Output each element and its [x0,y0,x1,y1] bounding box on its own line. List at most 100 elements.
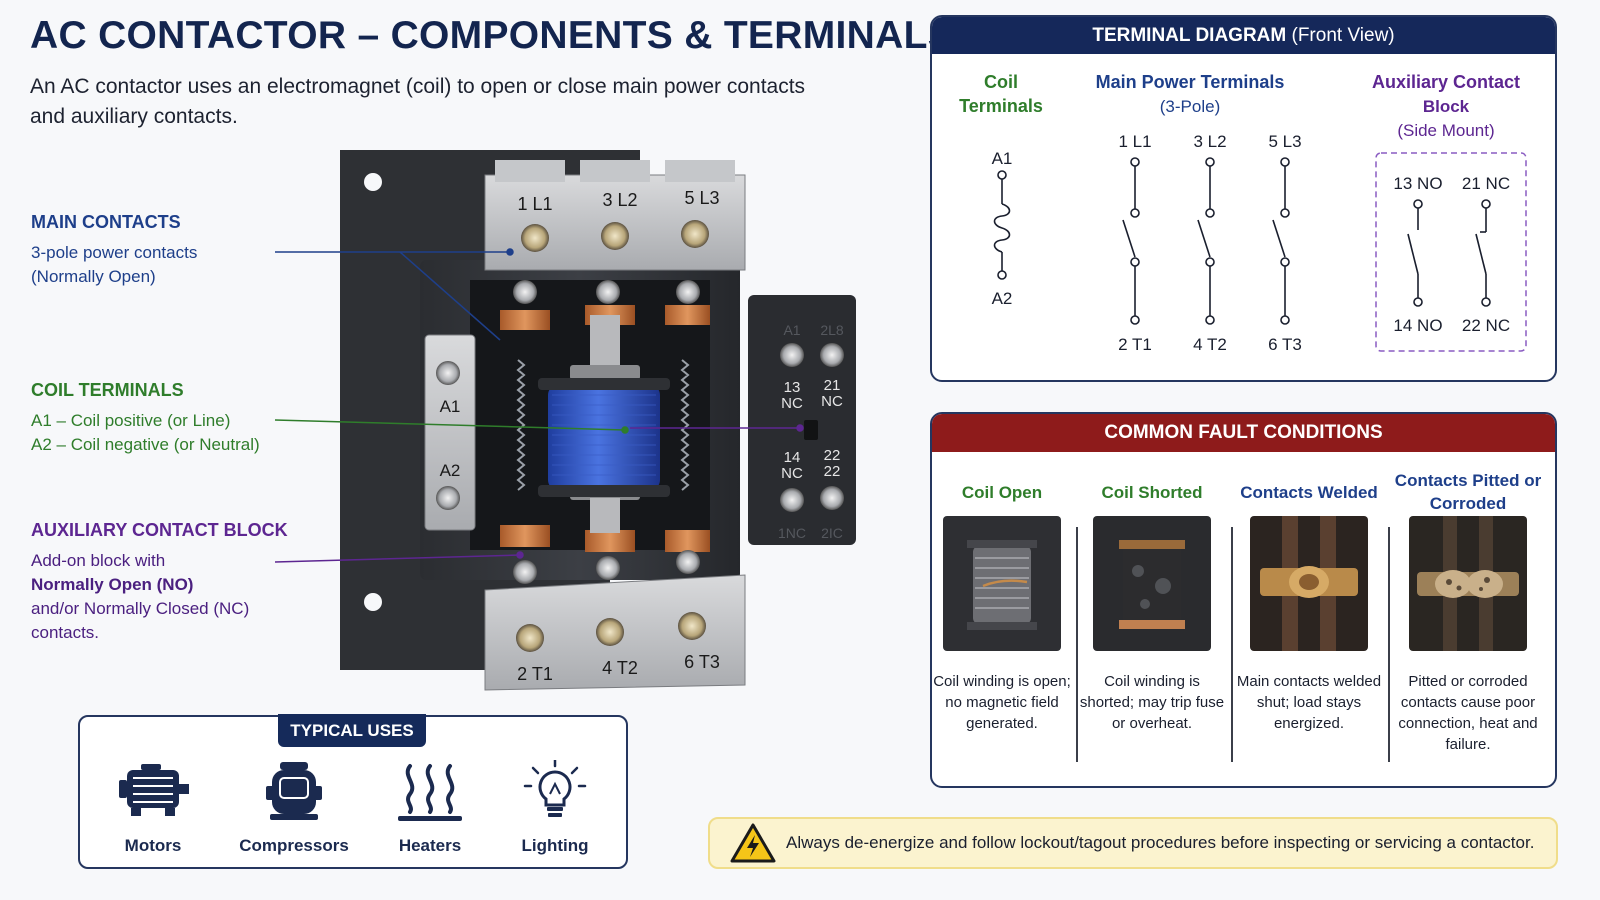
aux-screw-14 [780,488,804,512]
bottom-terminal-label-2: 4 T2 [602,658,638,678]
leader-main-contacts [275,248,514,341]
coil-screw-a2 [436,486,460,510]
coil-terminal-a2: A2 [440,461,461,480]
top-screw-3 [681,220,709,248]
mount-hole-top [364,173,382,191]
main-contacts-line2: (Normally Open) [31,267,156,286]
main-top-2: 3 L2 [1193,132,1226,151]
coil-terminal-strip [424,334,476,531]
coil-terminal-a1: A1 [440,397,461,416]
aux-block-label: AUXILIARY CONTACT BLOCK Add-on block wit… [31,520,291,645]
aux-label-22: 22 [824,447,841,464]
aux-block-line4: contacts. [31,623,100,642]
aux-bottom-nc: 22 NC [1462,316,1510,335]
aux-top-nc: 21 NC [1462,174,1510,193]
coil-wire-lines [552,394,656,476]
use-label-heaters: Heaters [398,836,462,855]
bottom-terminal-label-3: 6 T3 [684,652,720,672]
main-col-title1: Main Power Terminals [1096,72,1285,92]
fault-desc-coil-open: Coil winding is open; no magnetic field … [933,673,1071,732]
fault-divider-3 [1388,527,1390,762]
aux-label-22b: 22 [824,463,841,480]
aux-contact-no [1407,199,1423,307]
fault-divider-1 [1076,527,1078,762]
aux-block-title: AUXILIARY CONTACT BLOCK [31,520,288,540]
coil-terminals-title: COIL TERMINALS [31,380,184,400]
aux-block-line1: Add-on block with [31,551,166,570]
armature-top [590,315,620,370]
contactor-illustration: 1 L1 3 L2 5 L3 A1 A2 A1 2L8 13 [274,150,856,691]
spring-right [680,359,690,491]
aux-label-13-nc: NC [781,395,803,412]
bottom-terminal-label-1: 2 T1 [517,664,553,684]
main-col-title2: (3-Pole) [1160,97,1220,116]
aux-faint-top-1: A1 [783,322,800,338]
top-terminal-tab-1 [495,160,565,182]
bottom-screw-3 [678,612,706,640]
fault-contacts-welded: Contacts Welded Main contacts welded shu… [1234,468,1384,734]
aux-screw-13 [780,343,804,367]
armature-bottom [590,498,620,533]
top-screw-2 [601,222,629,250]
mid-screw-top-3 [676,280,700,304]
fault-contacts-pitted: Contacts Pitted or Corroded Pitted or co… [1393,468,1543,755]
top-terminal-label-2: 3 L2 [602,190,637,210]
mid-screw-bottom-2 [596,556,620,580]
fault-image-contacts-welded [1250,516,1368,651]
aux-block-line2: Normally Open (NO) [31,575,194,594]
coil-col-a2: A2 [992,289,1013,308]
top-screw-1 [521,224,549,252]
aux-screw-21 [820,343,844,367]
use-label-compressors: Compressors [239,836,349,855]
mid-screw-top-2 [596,280,620,304]
main-top-1: 1 L1 [1118,132,1151,151]
aux-col-title1: Auxiliary Contact [1372,72,1520,92]
main-contacts-line1: 3-pole power contacts [31,243,198,262]
main-contact-pole-2 [1197,157,1215,325]
coil-bobbin-top [538,378,670,390]
aux-label-14: 14 [784,449,801,466]
main-contact-pole-1 [1122,157,1140,325]
page-subtitle: An AC contactor uses an electromagnet (c… [30,75,806,128]
use-compressors: Compressors [234,760,354,856]
main-bottom-3: 6 T3 [1268,335,1302,354]
fault-title-contacts-welded: Contacts Welded [1240,482,1378,502]
fault-coil-open: Coil Open Coil winding is open; no magne… [927,468,1077,734]
aux-top-no: 13 NO [1393,174,1442,193]
coil-col-title1: Coil [984,72,1018,92]
terminal-diagram-title: TERMINAL DIAGRAM [1092,25,1287,46]
terminal-diagram-header: TERMINAL DIAGRAM (Front View) [932,17,1555,54]
use-label-motors: Motors [124,836,182,855]
main-contacts-label: MAIN CONTACTS 3-pole power contacts (Nor… [31,212,197,289]
aux-label-21-nc: NC [821,393,843,410]
top-terminal-tab-2 [580,160,650,182]
warning-triangle-icon [730,823,776,863]
safety-warning-banner [708,817,1558,869]
bottom-screw-2 [596,618,624,646]
motor-icon [119,764,189,816]
bottom-screw-1 [516,624,544,652]
aux-contact-nc [1475,199,1491,307]
use-label-lighting: Lighting [521,836,589,855]
fault-coil-shorted: Coil Shorted Coil winding is shorted; ma… [1077,468,1227,734]
top-terminal-tab-3 [665,160,735,182]
coil-terminals-line1: A1 – Coil positive (or Line) [31,411,231,430]
main-contact-pole-3 [1272,157,1290,325]
aux-screw-22 [820,486,844,510]
aux-label-13: 13 [784,379,801,396]
leader-coil-terminals [274,419,629,434]
spring-left [516,359,526,491]
main-bottom-1: 2 T1 [1118,335,1152,354]
fault-desc-coil-shorted: Coil winding is shorted; may trip fuse o… [1079,673,1225,732]
mount-hole-bottom [364,593,382,611]
top-terminal-label-3: 5 L3 [684,188,719,208]
aux-slot [804,420,818,440]
use-lighting: Lighting [495,760,615,856]
terminal-schematic: Coil Terminals A1 A2 Main Power Terminal… [959,72,1527,354]
coil-col-title2: Terminals [959,96,1043,116]
copper-contacts-bottom [500,525,710,552]
fault-desc-contacts-welded: Main contacts welded shut; load stays en… [1236,673,1382,732]
core-plate-top [570,365,640,380]
coil-winding [548,385,660,490]
aux-faint-top-2: 2L8 [820,322,844,338]
